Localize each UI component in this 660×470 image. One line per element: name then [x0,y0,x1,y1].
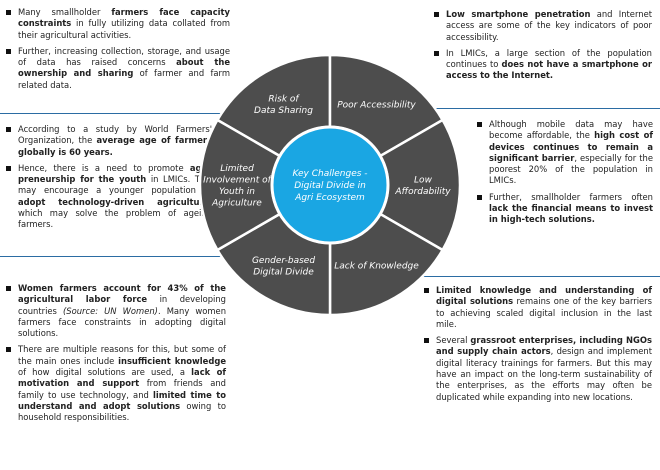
divider-top-right [420,108,660,109]
bullet-item: Hence, there is a need to promote agri-p… [4,163,212,231]
bullet-item: Further, increasing collection, storage,… [4,46,230,91]
text-run: owing to household responsibilities. [18,400,226,423]
text-run: Further, smallholder farmers often [489,191,653,202]
segment-label: Lack of Knowledge [334,262,419,272]
hub-circle [270,125,390,245]
bold-text: lack the financial means to invest in hi… [489,203,653,225]
divider-top-left [0,113,240,114]
bold-text: limited time to understand and adopt sol… [18,389,226,411]
text-run: , especially for the poorest 20% of the … [489,152,653,186]
segment-label: Low [414,175,433,185]
bold-text: farmers face capacity constraints [18,7,230,29]
text-run: from friends and family to use technolog… [18,378,226,400]
segment-gender-based-digital-divide [215,212,332,317]
segment-label: Data Sharing [254,106,313,116]
italic-text: (Source: UN Women) [63,305,158,316]
text-run: remains one of the key barriers to achie… [436,296,652,329]
segment-low-affordability [378,118,462,252]
bullet-item: Several grassroot enterprises, including… [422,335,652,403]
bold-text: Low smartphone penetration [446,9,591,19]
bold-text: does not have a smartphone or access to … [446,59,652,81]
text-run: in fully utilizing data collated from th… [18,18,230,40]
segment-risk-of-data-sharing [215,53,332,158]
bold-text: Limited knowledge and understanding of d… [436,285,652,307]
hub-label: Agri Ecosystem [294,193,365,203]
bullet-item: Low smartphone penetration and Internet … [432,9,652,43]
bullet-item: Many smallholder farmers face capacity c… [4,7,230,41]
hub-label: Key Challenges - [292,169,367,179]
segment-label: Agriculture [211,198,262,208]
panel-risk-of-data-sharing: Many smallholder farmers face capacity c… [4,7,230,96]
text-run: of how digital solutions are used, a [18,367,192,378]
bullet-item: There are multiple reasons for this, but… [4,344,226,423]
text-run: Several [436,335,471,346]
text-run: According to a study by World Farmers' O… [18,124,212,146]
bold-text: average age of farmers globally is 60 ye… [18,135,212,157]
divider-bottom-right [420,276,660,277]
bold-text: insufficient knowledge [118,355,226,366]
segment-label: Youth in [219,187,255,197]
segment-label: Digital Divide [253,267,314,277]
divider-bottom-left [0,256,240,257]
text-run: . Many women farmers face constraints in… [18,305,227,339]
bullet-item: Women farmers account for 43% of the agr… [4,283,226,339]
bold-text: adopt technology-driven agriculture [18,196,210,207]
text-run: of farmer and farm related data. [18,68,230,90]
text-run: , design and implement digital literacy … [436,346,652,402]
text-run: Hence, there is a need to promote [18,162,190,173]
hub-label: Digital Divide in [294,181,366,191]
bullet-item: In LMICs, a large section of the populat… [432,48,652,82]
segment-label: Affordability [394,187,451,197]
text-run: In LMICs, a large section of the populat… [446,47,652,70]
segment-poor-accessibility [328,53,445,158]
panel-lack-of-knowledge: Limited knowledge and understanding of d… [422,285,652,408]
text-run: and Internet access are some of the key … [446,9,652,42]
bullet-item: Further, smallholder farmers often lack … [475,192,653,226]
panel-youth-in-agriculture: According to a study by World Farmers' O… [4,124,212,236]
text-run: in developing countries [18,294,226,316]
text-run: Many smallholder [18,7,112,17]
segment-label: Involvement of [203,175,272,185]
segment-label: Gender-based [252,256,315,266]
segment-label: Limited [220,164,254,174]
panel-gender-digital-divide: Women farmers account for 43% of the agr… [4,283,226,429]
bullet-item: According to a study by World Farmers' O… [4,124,212,158]
bold-text: grassroot enterprises, including NGOs an… [436,335,652,357]
panel-poor-accessibility: Low smartphone penetration and Internet … [432,9,652,87]
text-run: Although mobile data may have become aff… [489,119,653,141]
panel-low-affordability: Although mobile data may have become aff… [475,119,653,231]
bullet-item: Limited knowledge and understanding of d… [422,285,652,330]
segment-label: Poor Accessibility [337,100,416,110]
bullet-item: Although mobile data may have become aff… [475,119,653,187]
text-run: Further, increasing collection, storage,… [18,45,230,68]
bold-text: lack of motivation and support [18,367,226,389]
bold-text: about the ownership and sharing [18,57,231,79]
text-run: in LMICs. This may encourage a younger p… [18,174,212,196]
text-run: There are multiple reasons for this, but… [18,344,226,366]
bold-text: Women farmers account for 43% of the agr… [18,283,226,305]
bold-text: high cost of devices continues to remain… [489,130,654,163]
segment-label: Risk of [268,95,300,105]
